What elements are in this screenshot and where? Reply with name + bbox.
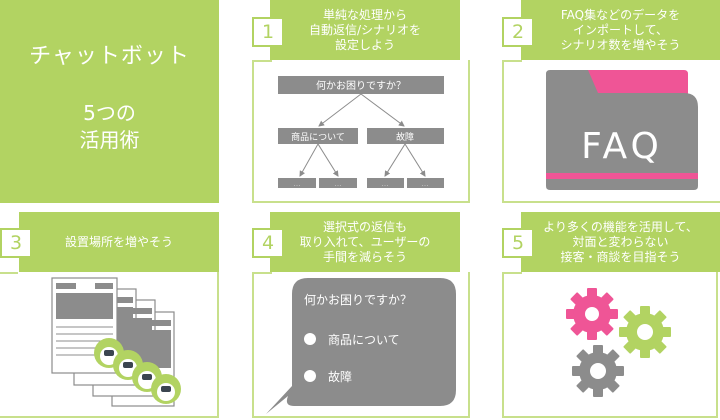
tree-branch-box — [278, 128, 358, 144]
title-sub: 5つの 活用術 — [0, 100, 219, 154]
faq-label: FAQ — [581, 126, 663, 167]
tree-root-label: 何かお困りですか？ — [316, 79, 406, 92]
title-sub-line1: 5つの — [83, 101, 136, 125]
svg-text:…: … — [382, 180, 389, 188]
heading-line: 接客・商談を目指そう — [560, 249, 681, 264]
bubble-question: 何かお困りですか？ — [304, 293, 412, 307]
heading-line: 設置場所を増やそう — [64, 234, 173, 249]
heading-line: 選択式の返信も — [322, 219, 407, 234]
card-3-heading: 設置場所を増やそう — [19, 212, 219, 272]
radio-option-icon — [304, 370, 316, 382]
decision-tree-illustration: 何かお困りですか？ 商品について 故障 … … … … — [278, 76, 444, 188]
radio-option-icon — [304, 333, 316, 345]
title-main: チャットボット — [29, 44, 190, 69]
card-1-number: 1 — [252, 17, 284, 47]
heading-line: 設定しよう — [334, 37, 395, 52]
chatbot-avatar-icon — [151, 374, 181, 404]
svg-text:…: … — [335, 180, 342, 188]
tree-branch-box — [367, 128, 444, 144]
card-5-body — [502, 272, 718, 418]
tree-root-box — [278, 76, 444, 94]
card-4-body: 何かお困りですか？ 商品について 故障 — [252, 272, 470, 418]
bubble-option: 故障 — [328, 369, 352, 384]
card-5-heading: より多くの機能を活用して、 対面と変わらない 接客・商談を目指そう — [521, 212, 720, 272]
heading-line: 自動返信/シナリオを — [308, 22, 422, 37]
card-4-number: 4 — [252, 228, 284, 258]
svg-text:…: … — [422, 180, 429, 188]
card-1-heading: 単純な処理から 自動返信/シナリオを 設定しよう — [270, 0, 460, 60]
bubble-option: 商品について — [328, 332, 400, 347]
title-sub-line2: 活用術 — [79, 128, 140, 152]
heading-line: 取り入れて、ユーザーの — [299, 234, 431, 249]
chat-bubble-illustration: 何かお困りですか？ 商品について 故障 — [266, 278, 456, 414]
heading-line: 単純な処理から — [322, 7, 407, 22]
card-2-number: 2 — [502, 17, 534, 47]
faq-folder-icon: FAQ — [546, 70, 698, 190]
heading-line: インポートして、 — [572, 22, 669, 37]
card-4-heading: 選択式の返信も 取り入れて、ユーザーの 手間を減らそう — [270, 212, 460, 272]
heading-line: 手間を減らそう — [322, 249, 407, 264]
svg-text:…: … — [294, 180, 301, 188]
title-block: チャットボット 5つの 活用術 — [0, 0, 219, 203]
heading-line: 対面と変わらない — [572, 234, 669, 249]
card-5-number: 5 — [502, 228, 534, 258]
heading-line: より多くの機能を活用して、 — [543, 219, 698, 234]
gears-illustration — [566, 288, 671, 397]
card-3-number: 3 — [0, 228, 32, 258]
heading-line: FAQ集などのデータを — [560, 7, 681, 22]
tree-branch-label: 故障 — [396, 131, 414, 143]
tree-branch-label: 商品について — [291, 131, 345, 143]
documents-with-chatbots-illustration — [51, 277, 181, 407]
card-2-body: FAQ — [502, 60, 720, 203]
card-3-body — [0, 272, 219, 418]
card-2-heading: FAQ集などのデータを インポートして、 シナリオ数を増やそう — [521, 0, 720, 60]
heading-line: シナリオ数を増やそう — [560, 37, 681, 52]
card-1-body: 何かお困りですか？ 商品について 故障 … … … … — [252, 60, 470, 203]
